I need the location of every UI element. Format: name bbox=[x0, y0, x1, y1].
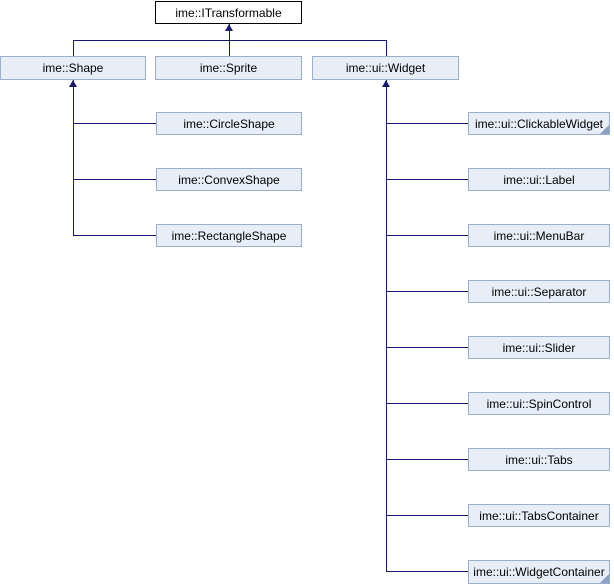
class-name-label: ime::ui::Separator bbox=[491, 284, 587, 299]
class-node-ime-ui-slider[interactable]: ime::ui::Slider bbox=[468, 336, 610, 359]
class-node-ime-itransformable: ime::ITransformable bbox=[155, 1, 302, 24]
hidden-subclasses-fold-icon bbox=[600, 574, 609, 583]
edge-line bbox=[386, 123, 468, 124]
hidden-subclasses-fold-icon bbox=[600, 125, 609, 134]
class-node-ime-convexshape[interactable]: ime::ConvexShape bbox=[156, 168, 302, 191]
class-name-label: ime::ConvexShape bbox=[178, 172, 280, 187]
class-node-ime-ui-tabs[interactable]: ime::ui::Tabs bbox=[468, 448, 610, 471]
class-node-ime-ui-widget[interactable]: ime::ui::Widget bbox=[312, 56, 459, 80]
class-name-label: ime::ui::WidgetContainer bbox=[473, 565, 605, 579]
edge-line bbox=[73, 123, 156, 124]
edge-line bbox=[73, 40, 74, 56]
class-node-ime-shape[interactable]: ime::Shape bbox=[0, 56, 146, 80]
class-node-ime-sprite[interactable]: ime::Sprite bbox=[155, 56, 302, 80]
class-name-label: ime::CircleShape bbox=[183, 116, 275, 131]
edge-line bbox=[73, 80, 74, 236]
edge-line bbox=[73, 179, 156, 180]
edge-line bbox=[386, 179, 468, 180]
edge-line bbox=[386, 235, 468, 236]
edge-line bbox=[386, 459, 468, 460]
class-name-label: ime::ui::SpinControl bbox=[486, 396, 592, 411]
arrow-up-icon bbox=[69, 80, 77, 87]
class-node-ime-ui-clickablewidget[interactable]: ime::ui::ClickableWidget bbox=[468, 112, 610, 135]
class-node-ime-ui-widgetcontainer[interactable]: ime::ui::WidgetContainer bbox=[468, 560, 610, 584]
class-name-label: ime::ui::Tabs bbox=[505, 452, 573, 467]
edge-line bbox=[73, 235, 156, 236]
arrow-up-icon bbox=[225, 24, 233, 31]
edge-line bbox=[386, 80, 387, 572]
class-name-label: ime::RectangleShape bbox=[171, 228, 287, 243]
class-name-label: ime::ui::MenuBar bbox=[493, 228, 585, 243]
arrow-up-icon bbox=[382, 80, 390, 87]
class-name-label: ime::ui::Slider bbox=[502, 340, 576, 355]
class-name-label: ime::ui::TabsContainer bbox=[479, 508, 599, 523]
class-node-ime-circleshape[interactable]: ime::CircleShape bbox=[156, 112, 302, 135]
edge-line bbox=[229, 24, 230, 40]
edge-line bbox=[386, 347, 468, 348]
class-name-label: ime::Shape bbox=[42, 61, 104, 75]
class-node-ime-ui-separator[interactable]: ime::ui::Separator bbox=[468, 280, 610, 303]
class-name-label: ime::Sprite bbox=[199, 61, 258, 75]
class-node-ime-ui-label[interactable]: ime::ui::Label bbox=[468, 168, 610, 191]
edge-line bbox=[386, 571, 468, 572]
class-node-ime-rectangleshape[interactable]: ime::RectangleShape bbox=[156, 224, 302, 247]
class-name-label: ime::ui::Label bbox=[503, 172, 575, 187]
class-name-label: ime::ITransformable bbox=[175, 5, 282, 20]
edge-line bbox=[229, 40, 230, 56]
class-name-label: ime::ui::Widget bbox=[345, 61, 426, 75]
class-node-ime-ui-tabscontainer[interactable]: ime::ui::TabsContainer bbox=[468, 504, 610, 527]
edge-line bbox=[386, 40, 387, 56]
class-name-label: ime::ui::ClickableWidget bbox=[474, 116, 604, 131]
edge-line bbox=[73, 40, 387, 41]
edge-line bbox=[386, 515, 468, 516]
class-node-ime-ui-spincontrol[interactable]: ime::ui::SpinControl bbox=[468, 392, 610, 415]
edge-line bbox=[386, 291, 468, 292]
class-node-ime-ui-menubar[interactable]: ime::ui::MenuBar bbox=[468, 224, 610, 247]
edge-line bbox=[386, 403, 468, 404]
